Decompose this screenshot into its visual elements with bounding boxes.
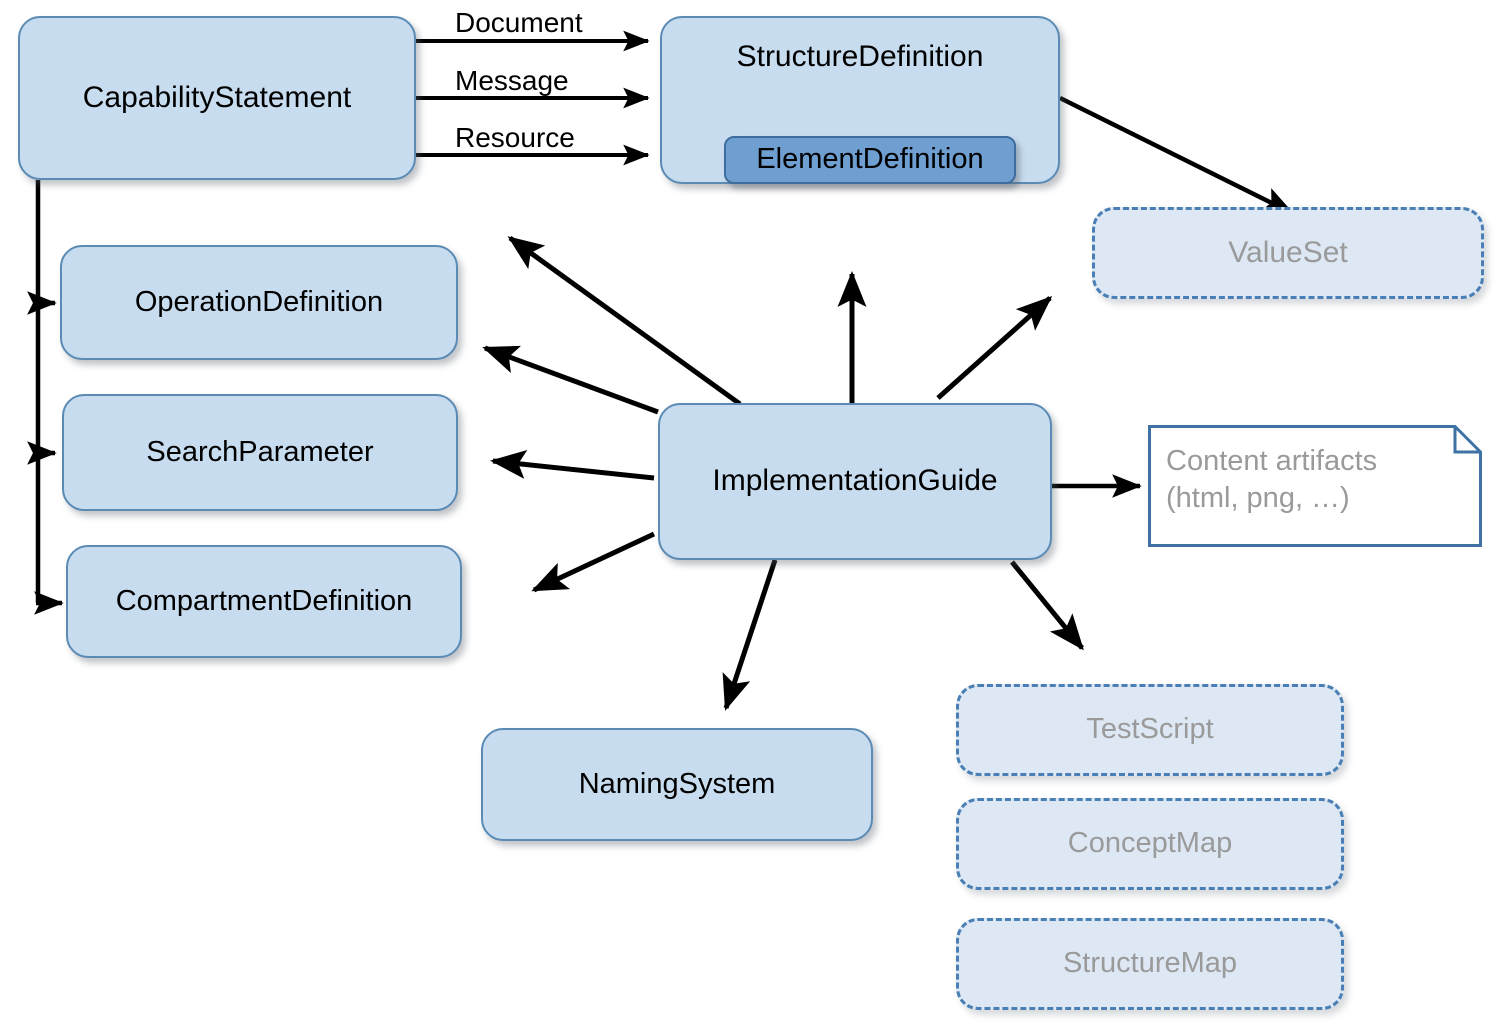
node-implementation-guide[interactable]: ImplementationGuide xyxy=(658,403,1052,560)
node-compartment-definition-label: CompartmentDefinition xyxy=(115,584,413,617)
edge-label-message: Message xyxy=(455,65,569,96)
note-shape xyxy=(1148,425,1482,547)
node-value-set[interactable]: ValueSet xyxy=(1092,207,1484,299)
node-search-parameter-label: SearchParameter xyxy=(146,435,374,468)
node-implementation-guide-label: ImplementationGuide xyxy=(712,464,998,498)
edge-label-resource: Resource xyxy=(455,122,575,153)
node-search-parameter[interactable]: SearchParameter xyxy=(62,394,458,511)
node-element-definition[interactable]: ElementDefinition xyxy=(724,136,1016,184)
edge-implementationguide-searchparameter xyxy=(490,450,655,481)
node-test-script-label: TestScript xyxy=(1086,713,1214,746)
note-line-1: Content artifacts xyxy=(1166,445,1378,477)
node-capability-statement[interactable]: CapabilityStatement xyxy=(18,16,416,180)
edge-label-document: Document xyxy=(455,7,583,38)
node-concept-map[interactable]: ConceptMap xyxy=(956,798,1344,890)
note-line-2: (html, png, …) xyxy=(1166,482,1350,515)
node-operation-definition[interactable]: OperationDefinition xyxy=(60,245,458,360)
node-operation-definition-label: OperationDefinition xyxy=(134,285,384,318)
edge-implementationguide-compartmentdefinition xyxy=(531,531,656,593)
node-structure-definition[interactable]: StructureDefinition ElementDefinition xyxy=(660,16,1060,184)
node-element-definition-label: ElementDefinition xyxy=(756,143,984,176)
node-structure-map[interactable]: StructureMap xyxy=(956,918,1344,1010)
edge-structuredefinition-valueset xyxy=(1059,95,1295,216)
edge-implementationguide-valueset xyxy=(936,296,1053,400)
edge-implementationguide-operationdefinition xyxy=(482,345,659,415)
node-test-script[interactable]: TestScript xyxy=(956,684,1344,776)
node-structure-map-label: StructureMap xyxy=(1062,947,1238,980)
edge-implementationguide-namingsystem xyxy=(722,559,778,711)
node-content-artifacts[interactable]: Content artifacts (html, png, …) xyxy=(1148,425,1482,547)
node-capability-statement-label: CapabilityStatement xyxy=(82,80,352,114)
node-naming-system-label: NamingSystem xyxy=(578,767,776,800)
node-naming-system[interactable]: NamingSystem xyxy=(481,728,873,841)
edge-implementationguide-testscript xyxy=(1010,560,1084,651)
edge-implementationguide-structuredefinition xyxy=(507,235,742,407)
node-compartment-definition[interactable]: CompartmentDefinition xyxy=(66,545,462,658)
node-value-set-label: ValueSet xyxy=(1228,235,1348,269)
node-structure-definition-label: StructureDefinition xyxy=(736,40,984,73)
node-concept-map-label: ConceptMap xyxy=(1067,827,1233,860)
